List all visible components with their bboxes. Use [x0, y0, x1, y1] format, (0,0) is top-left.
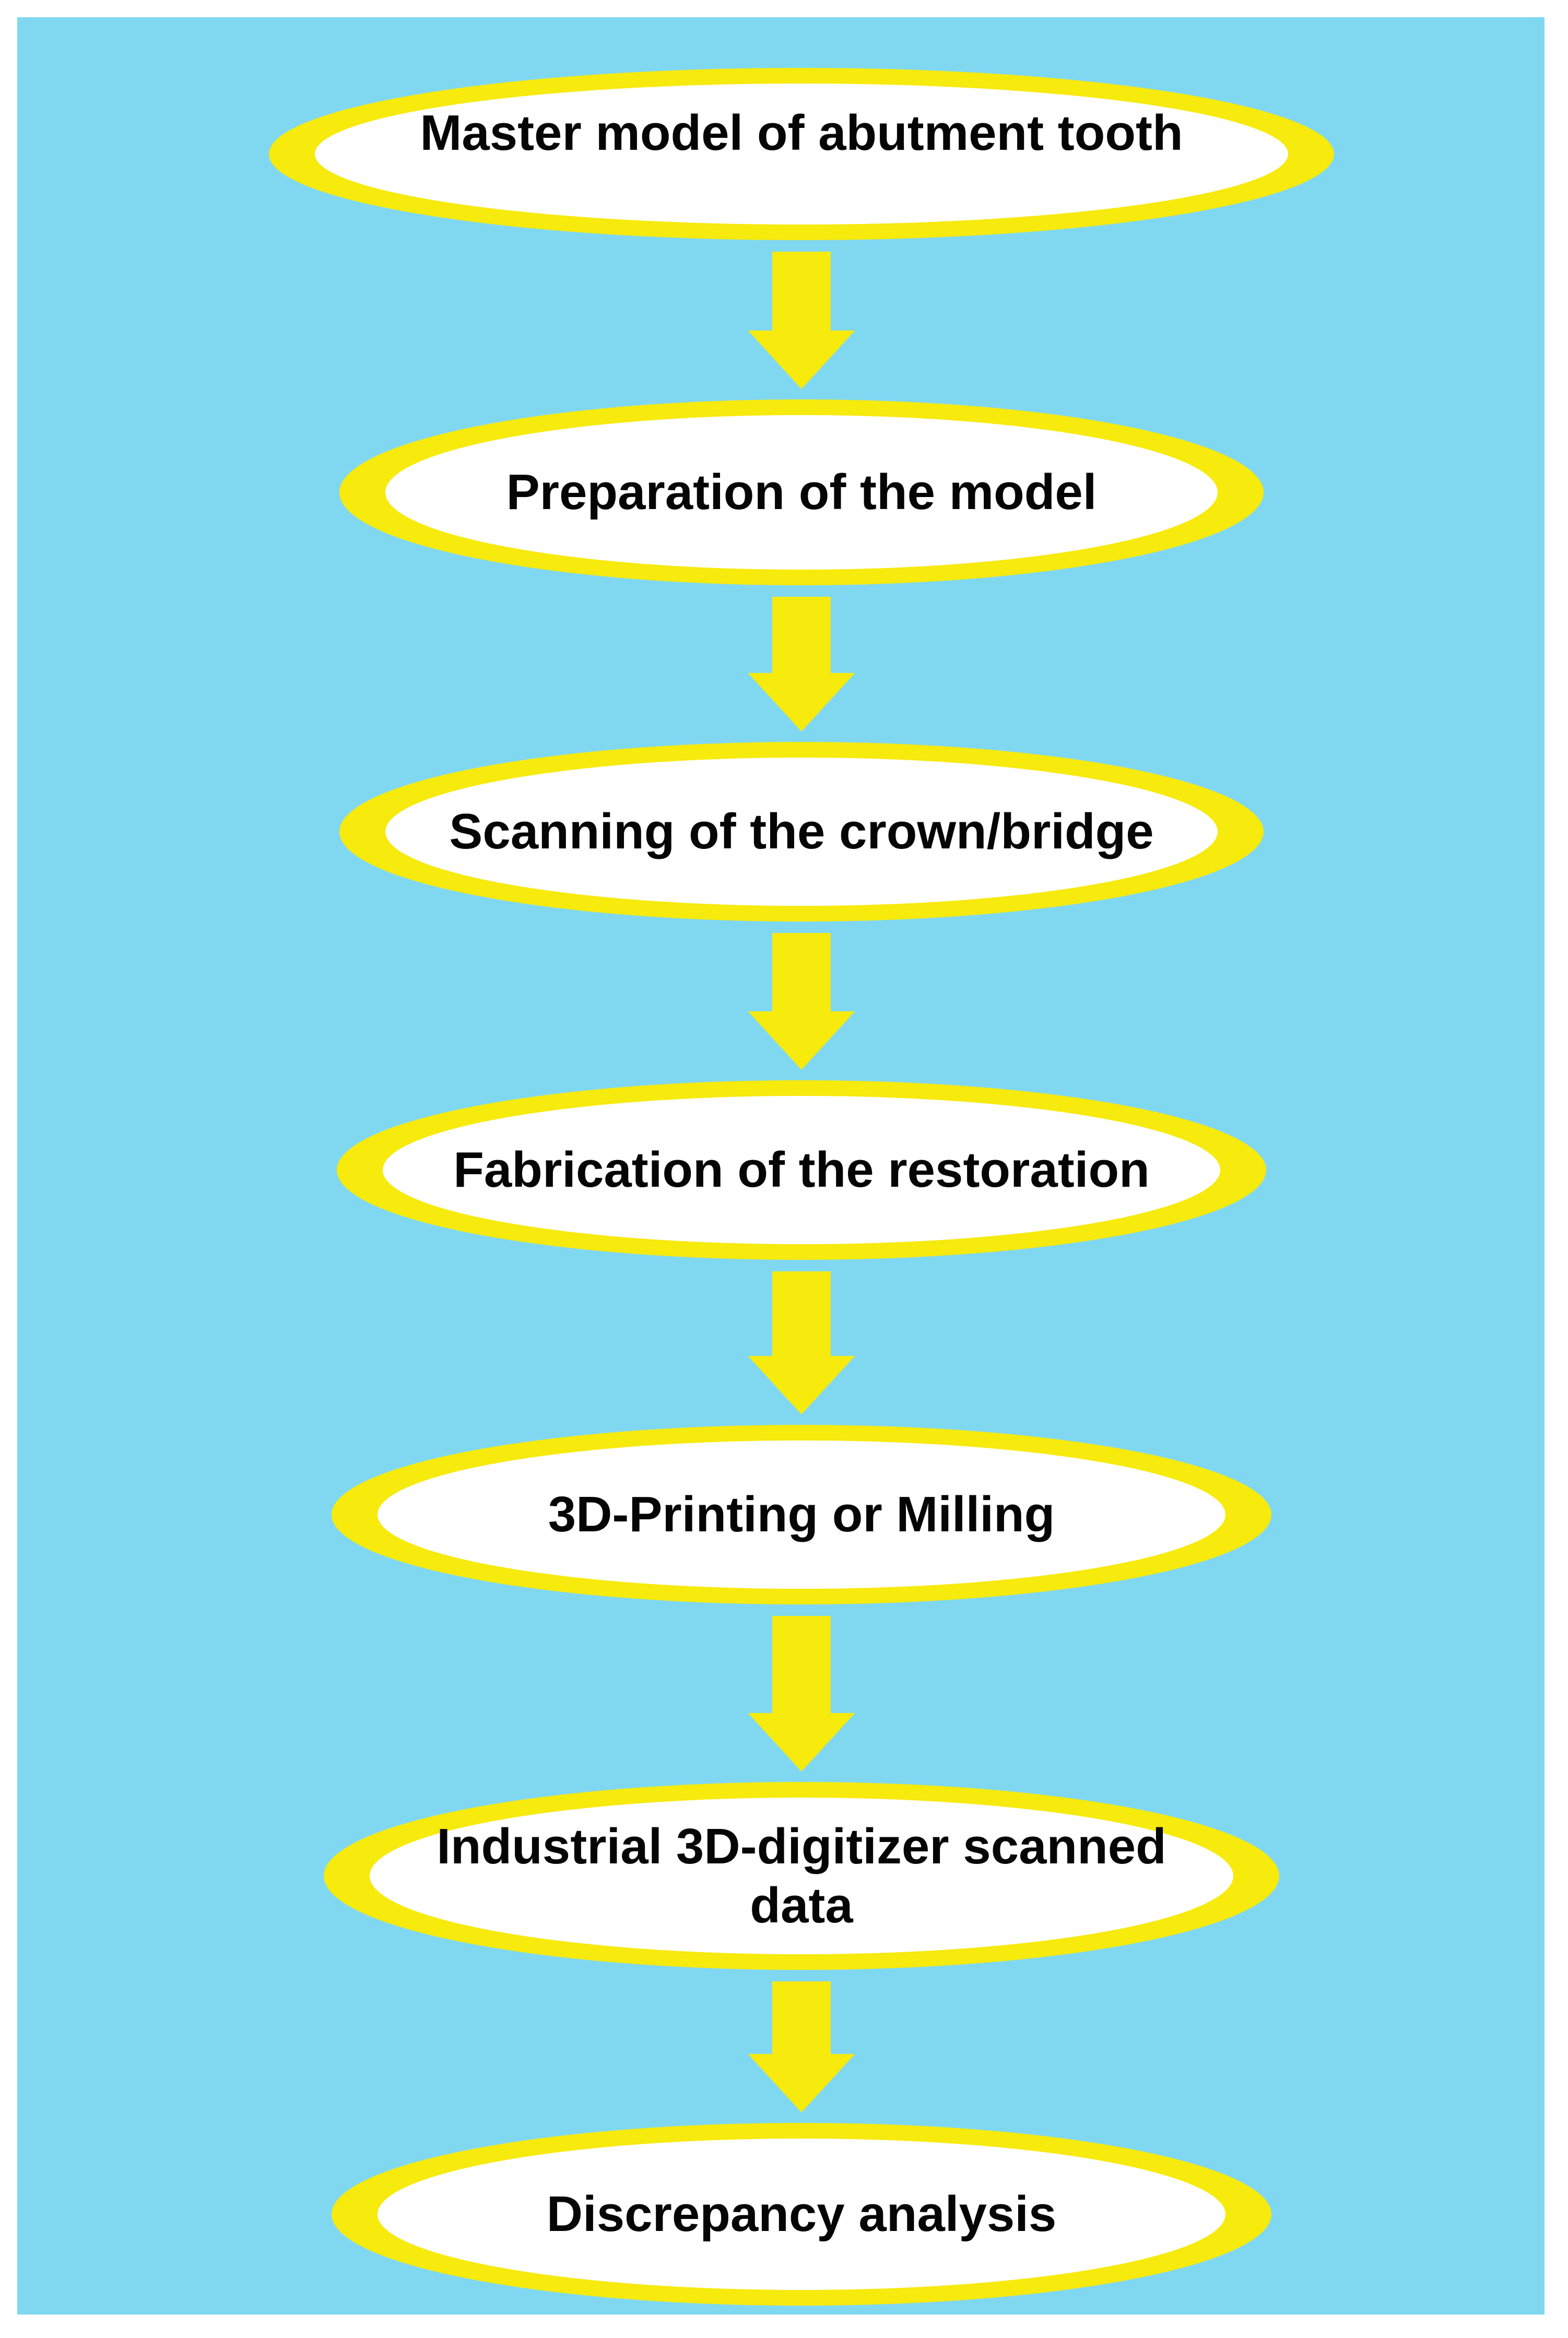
node-body: Fabrication of the restoration	[383, 1096, 1220, 1244]
node-body: 3D-Printing or Milling	[378, 1440, 1225, 1589]
node-label: Master model of abutment tooth	[420, 105, 1183, 161]
node-fabrication: Fabrication of the restoration	[337, 1080, 1266, 1260]
down-arrow	[748, 597, 855, 731]
node-body: Industrial 3D-digitizer scanned data	[370, 1798, 1233, 1954]
node-body: Preparation of the model	[385, 415, 1218, 570]
node-label: Scanning of the crown/bridge	[449, 804, 1154, 860]
down-arrow	[748, 1271, 855, 1414]
node-label: Fabrication of the restoration	[453, 1142, 1150, 1198]
node-body: Scanning of the crown/bridge	[385, 758, 1218, 906]
node-label: 3D-Printing or Milling	[548, 1486, 1055, 1543]
down-arrow	[748, 933, 855, 1070]
down-arrow	[748, 1981, 855, 2112]
node-label: Preparation of the model	[506, 464, 1097, 521]
node-master-model: Master model of abutment tooth	[269, 68, 1334, 240]
node-label: Industrial 3D-digitizer scanned data	[437, 1818, 1166, 1933]
node-scanning: Scanning of the crown/bridge	[339, 742, 1264, 922]
node-digitizer-data: Industrial 3D-digitizer scanned data	[324, 1782, 1279, 1970]
down-arrow	[748, 1616, 855, 1772]
node-printing-milling: 3D-Printing or Milling	[332, 1425, 1271, 1604]
node-preparation: Preparation of the model	[339, 399, 1264, 585]
node-body: Discrepancy analysis	[378, 2139, 1225, 2290]
node-discrepancy: Discrepancy analysis	[332, 2123, 1271, 2306]
down-arrow	[748, 252, 855, 389]
node-body: Master model of abutment tooth	[315, 84, 1288, 225]
node-label: Discrepancy analysis	[546, 2186, 1057, 2242]
